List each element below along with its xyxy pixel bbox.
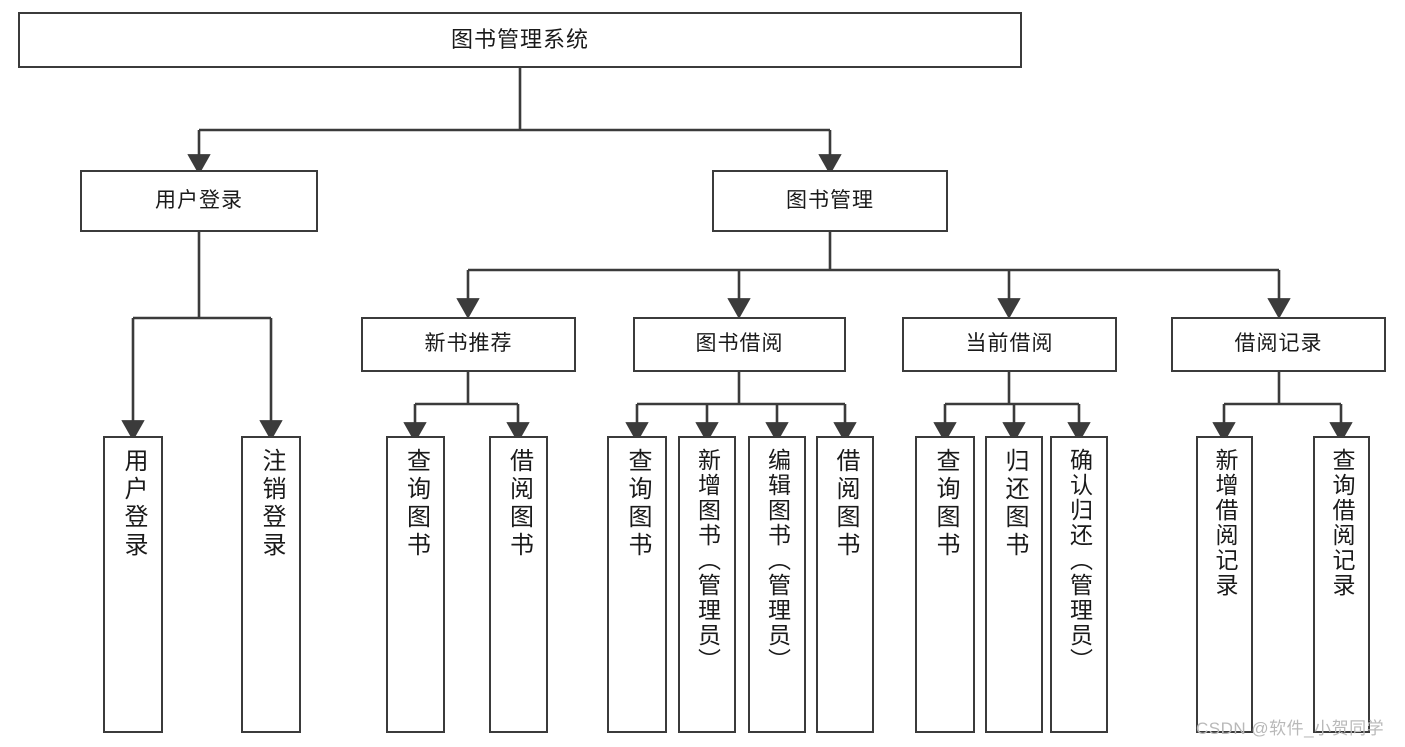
node-label: 新增借阅记录 bbox=[1212, 448, 1238, 598]
node-leaf-query-record[interactable]: 查询借阅记录 bbox=[1313, 436, 1370, 733]
node-leaf-return-book[interactable]: 归还图书 bbox=[985, 436, 1043, 733]
node-label: 注销登录 bbox=[258, 448, 285, 560]
node-new-book-recommend[interactable]: 新书推荐 bbox=[361, 317, 576, 372]
node-leaf-query-book-2[interactable]: 查询图书 bbox=[607, 436, 667, 733]
node-label: 借阅图书 bbox=[832, 448, 859, 560]
node-leaf-borrow-book-1[interactable]: 借阅图书 bbox=[489, 436, 548, 733]
node-label: 查询借阅记录 bbox=[1329, 448, 1355, 598]
node-leaf-confirm-return[interactable]: 确认归还（管理员） bbox=[1050, 436, 1108, 733]
node-label: 查询图书 bbox=[624, 448, 651, 560]
node-label: 新书推荐 bbox=[424, 332, 513, 356]
node-leaf-add-book[interactable]: 新增图书（管理员） bbox=[678, 436, 736, 733]
node-label: 查询图书 bbox=[932, 448, 959, 560]
node-label: 图书借阅 bbox=[695, 332, 784, 356]
node-book-borrow[interactable]: 图书借阅 bbox=[633, 317, 846, 372]
node-book-management[interactable]: 图书管理 bbox=[712, 170, 948, 232]
node-label: 新增图书（管理员） bbox=[694, 448, 721, 673]
node-leaf-borrow-book-2[interactable]: 借阅图书 bbox=[816, 436, 874, 733]
node-label: 当前借阅 bbox=[965, 332, 1054, 356]
node-borrow-record[interactable]: 借阅记录 bbox=[1171, 317, 1386, 372]
node-leaf-edit-book[interactable]: 编辑图书（管理员） bbox=[748, 436, 806, 733]
node-label: 用户登录 bbox=[155, 188, 243, 212]
node-label: 查询图书 bbox=[402, 448, 430, 560]
node-label: 用户登录 bbox=[120, 448, 147, 560]
node-leaf-query-book-1[interactable]: 查询图书 bbox=[386, 436, 445, 733]
node-leaf-query-book-3[interactable]: 查询图书 bbox=[915, 436, 975, 733]
node-label: 图书管理系统 bbox=[450, 27, 589, 53]
node-label: 确认归还（管理员） bbox=[1066, 448, 1093, 673]
node-current-borrow[interactable]: 当前借阅 bbox=[902, 317, 1117, 372]
watermark-text: CSDN @软件_小贺同学 bbox=[1196, 719, 1385, 738]
node-label: 编辑图书（管理员） bbox=[764, 448, 791, 673]
node-leaf-add-record[interactable]: 新增借阅记录 bbox=[1196, 436, 1253, 733]
node-leaf-logout-login[interactable]: 注销登录 bbox=[241, 436, 301, 733]
node-label: 借阅图书 bbox=[505, 448, 533, 560]
node-label: 归还图书 bbox=[1001, 448, 1028, 560]
node-user-login[interactable]: 用户登录 bbox=[80, 170, 318, 232]
node-label: 图书管理 bbox=[786, 188, 874, 212]
node-label: 借阅记录 bbox=[1234, 332, 1323, 356]
node-leaf-user-login[interactable]: 用户登录 bbox=[103, 436, 163, 733]
node-root-book-management-system[interactable]: 图书管理系统 bbox=[18, 12, 1022, 68]
